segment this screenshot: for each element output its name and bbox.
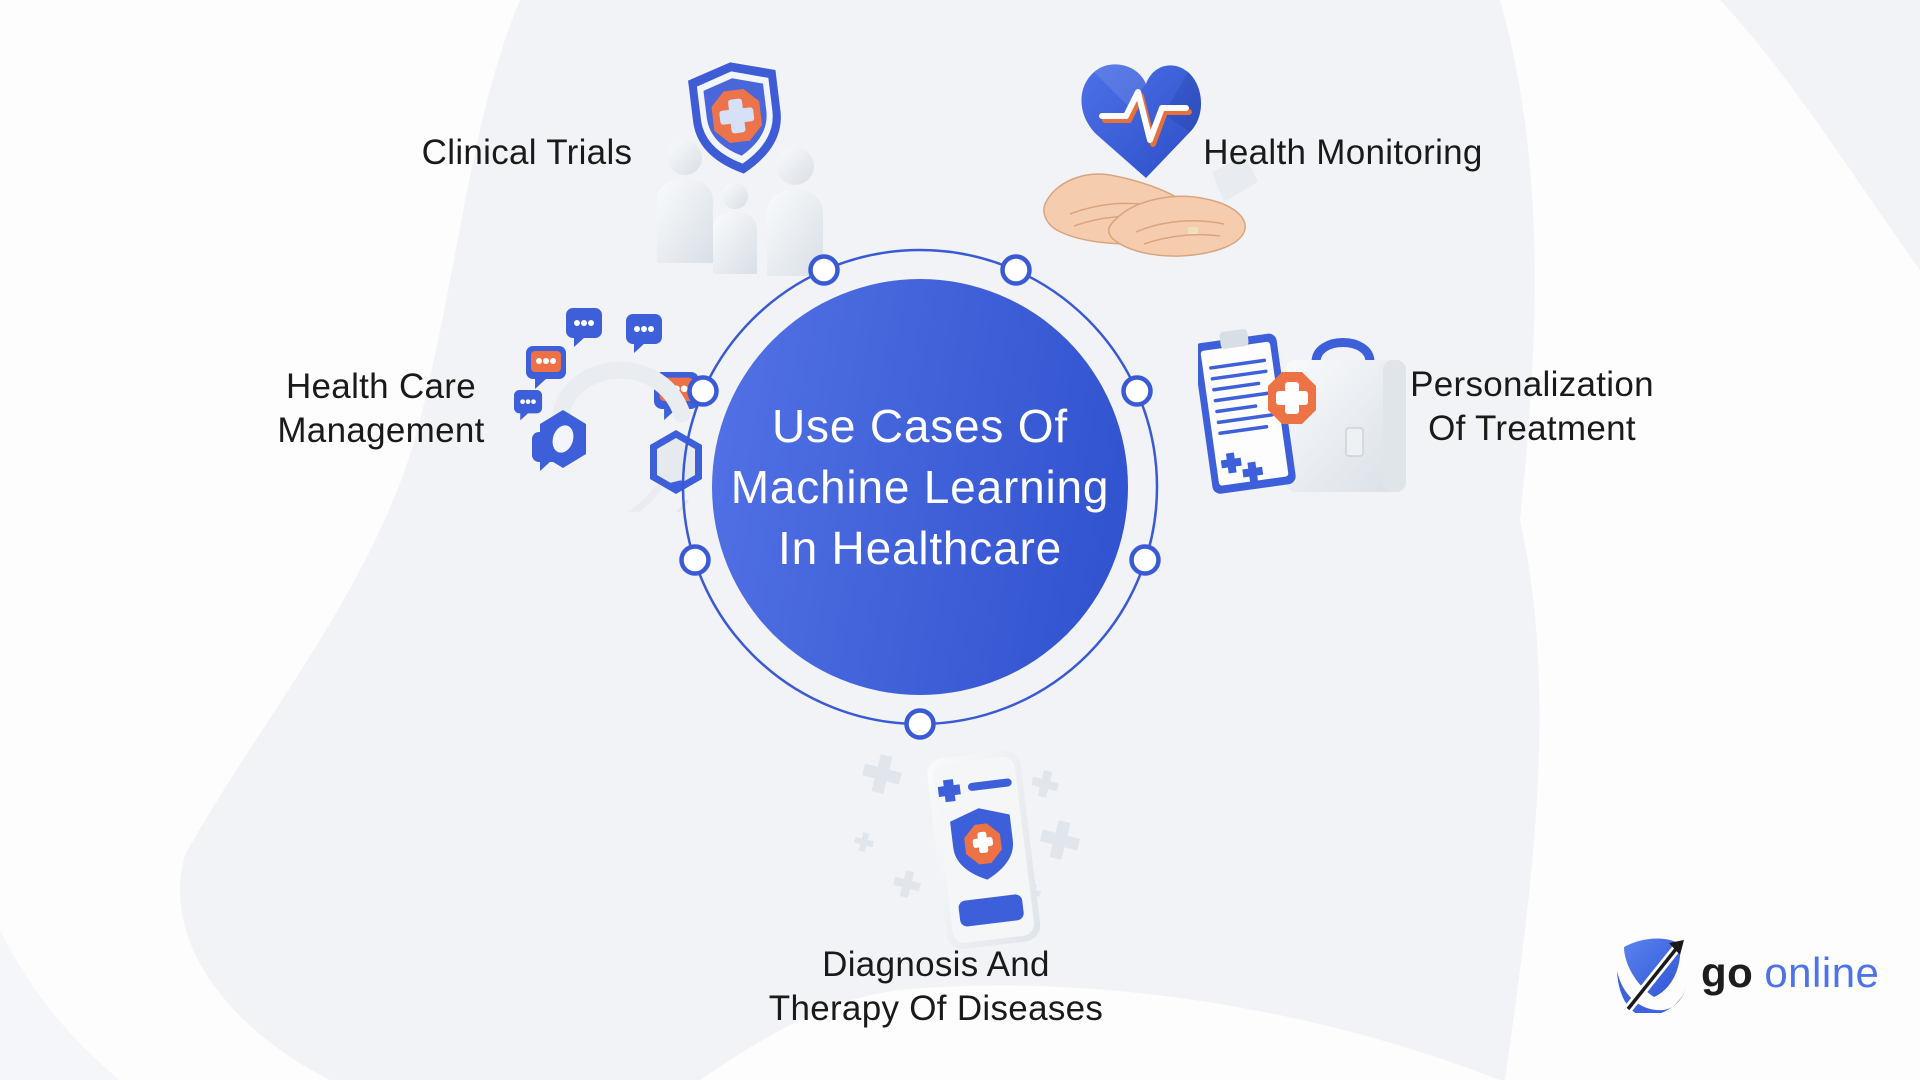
title-line-2: Machine Learning bbox=[730, 460, 1110, 513]
clipboard-medkit-icon bbox=[1193, 310, 1433, 512]
title-line-1: Use Cases Of bbox=[772, 399, 1068, 452]
phone bbox=[927, 750, 1041, 950]
heart-in-hands-icon bbox=[1040, 52, 1265, 274]
health-monitoring-label: Health Monitoring bbox=[1203, 133, 1483, 172]
chat-bubble bbox=[626, 314, 662, 353]
pulse-heart bbox=[1081, 64, 1202, 178]
chat-bubble bbox=[566, 308, 602, 347]
headset bbox=[540, 361, 702, 539]
chat-bubble-orange bbox=[526, 346, 566, 389]
orange-cross-badge bbox=[1268, 372, 1316, 424]
medical-shield bbox=[688, 62, 781, 174]
shield-people-icon bbox=[645, 48, 835, 276]
logo-text-go: go bbox=[1701, 949, 1754, 996]
personalization-label: Personalization Of Treatment bbox=[1410, 365, 1654, 448]
orbit-node bbox=[679, 254, 1161, 740]
headset-chat-icon bbox=[508, 290, 713, 539]
go-online-logo: go online bbox=[1614, 930, 1904, 1016]
logo-text-online: online bbox=[1764, 949, 1880, 996]
go-online-logo-mark bbox=[1617, 938, 1687, 1013]
central-title-circle: Use Cases Of Machine Learning In Healthc… bbox=[712, 279, 1128, 695]
clinical-trials-label: Clinical Trials bbox=[421, 133, 633, 172]
chat-bubble bbox=[514, 390, 543, 421]
healthcare-management-label: Health Care Management bbox=[277, 367, 485, 450]
diagnosis-label: Diagnosis And Therapy Of Diseases bbox=[768, 945, 1104, 1028]
title-line-3: In Healthcare bbox=[778, 521, 1062, 574]
clipboard bbox=[1193, 329, 1296, 494]
hands bbox=[1043, 155, 1258, 257]
people-group bbox=[657, 141, 823, 276]
phone-shield-icon bbox=[852, 742, 1087, 970]
